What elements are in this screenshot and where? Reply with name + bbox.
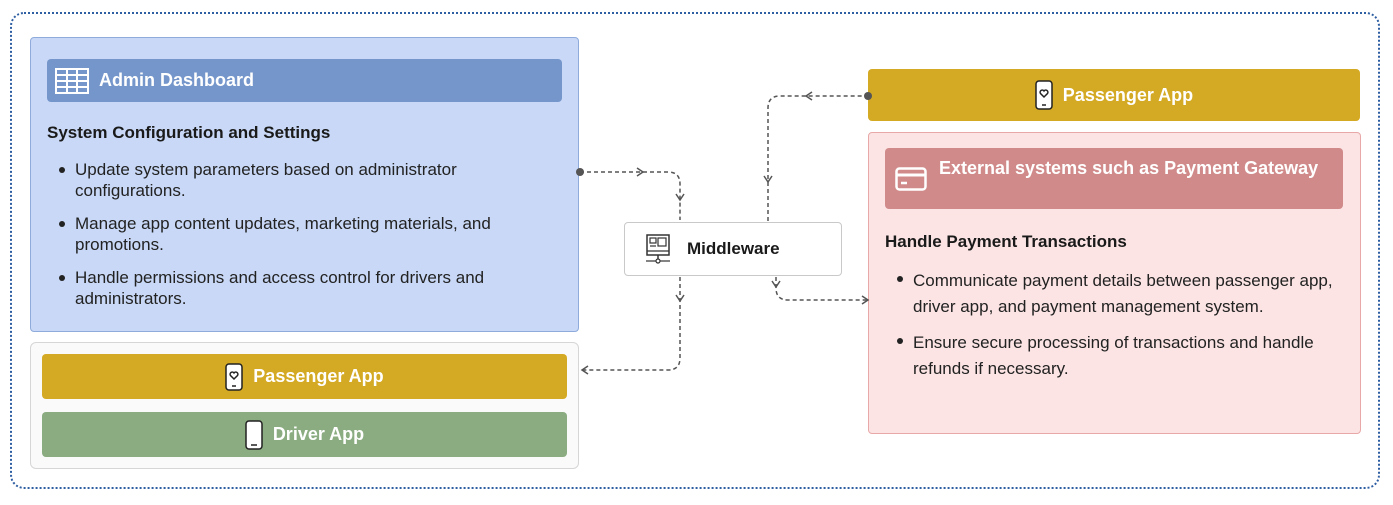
admin-dashboard-header: Admin Dashboard: [47, 59, 562, 102]
arrowhead: [804, 91, 813, 101]
apps-panel: Passenger App Driver App: [30, 342, 579, 469]
admin-dashboard-panel: Admin Dashboard System Configuration and…: [30, 37, 579, 332]
admin-bullet-item: Handle permissions and access control fo…: [47, 267, 567, 309]
top-passenger-app-bar: Passenger App: [868, 69, 1360, 121]
external-bullet-item: Ensure secure processing of transactions…: [885, 330, 1345, 382]
middleware-label: Middleware: [687, 239, 780, 258]
admin-bullet-list: Update system parameters based on admini…: [47, 159, 567, 321]
arrowhead: [675, 294, 685, 303]
server-icon: [645, 234, 671, 264]
admin-bullet-item: Update system parameters based on admini…: [47, 159, 567, 201]
admin-section-title: System Configuration and Settings: [47, 123, 331, 142]
external-systems-panel: External systems such as Payment Gateway…: [868, 132, 1361, 434]
system-boundary: [10, 12, 1380, 489]
external-bullet-list: Communicate payment details between pass…: [885, 268, 1345, 394]
external-systems-title: External systems such as Payment Gateway: [939, 158, 1319, 178]
driver-app-bar: Driver App: [42, 412, 567, 457]
admin-bullet-item: Manage app content updates, marketing ma…: [47, 213, 567, 255]
external-section-title: Handle Payment Transactions: [885, 232, 1127, 251]
passenger-app-bar: Passenger App: [42, 354, 567, 399]
phone-heart-icon: [225, 362, 244, 391]
passenger-app-label: Passenger App: [253, 366, 384, 386]
connector-middleware-to-passenger: [767, 95, 868, 221]
arrowhead: [861, 295, 870, 305]
connector-admin-to-middleware: [580, 171, 681, 220]
connector-dot: [864, 92, 872, 100]
table-icon: [55, 67, 89, 94]
connector-middleware-to-apps: [582, 277, 681, 371]
arrowhead: [763, 175, 773, 184]
credit-card-icon: [895, 167, 927, 191]
connector-middleware-to-external: [775, 277, 868, 301]
arrowhead: [580, 365, 589, 375]
arrowhead: [771, 280, 781, 289]
external-systems-header: External systems such as Payment Gateway: [885, 148, 1343, 209]
phone-icon: [245, 419, 263, 450]
phone-heart-icon: [1035, 80, 1053, 110]
middleware-node: Middleware: [624, 222, 842, 276]
external-bullet-item: Communicate payment details between pass…: [885, 268, 1345, 320]
connector-dot: [576, 168, 584, 176]
arrowhead: [636, 167, 645, 177]
top-passenger-app-label: Passenger App: [1062, 84, 1194, 105]
arrowhead: [675, 193, 685, 202]
driver-app-label: Driver App: [272, 424, 365, 444]
admin-dashboard-title: Admin Dashboard: [99, 70, 255, 90]
